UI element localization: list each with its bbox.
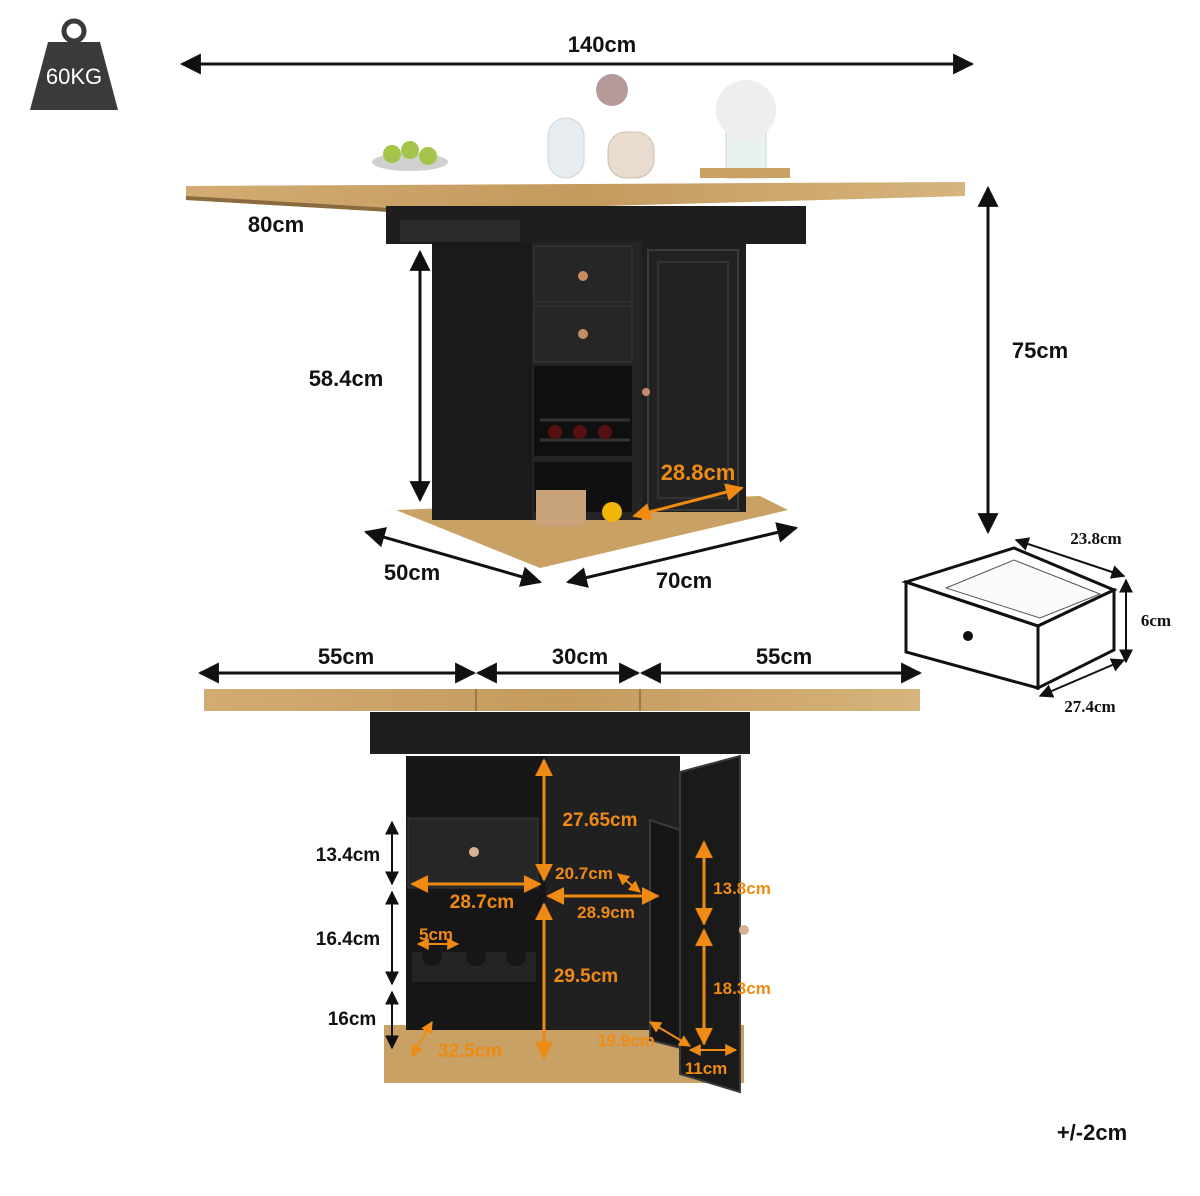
- bottom-section-label: 16cm: [328, 1009, 377, 1030]
- center-lower-label: 29.5cm: [554, 966, 618, 987]
- door-depth-label: 11cm: [685, 1059, 728, 1078]
- height-label: 75cm: [1012, 338, 1068, 363]
- drawer-diagram: [901, 546, 1118, 691]
- drawer-width-label-front: 28.7cm: [450, 892, 514, 913]
- base-depth-line: [363, 527, 543, 587]
- bottom-inner-line: [648, 1021, 692, 1047]
- bottom-depth-label: 32.5cm: [438, 1041, 502, 1062]
- door-width-line: [632, 483, 744, 521]
- center-width-label: 28.9cm: [577, 903, 635, 922]
- leaf-right-label: 55cm: [756, 644, 812, 669]
- drawer-depth-label: 23.8cm: [1070, 529, 1121, 548]
- wine-slot-label: 5cm: [419, 925, 453, 944]
- bottom-depth-line: [411, 1020, 433, 1058]
- base-width-label: 70cm: [656, 568, 712, 593]
- drawer-width-label: 27.4cm: [1064, 697, 1115, 716]
- base-depth-label: 50cm: [384, 560, 440, 585]
- cabinet-height-label: 58.4cm: [309, 366, 384, 391]
- table-front-view: [204, 689, 920, 1094]
- width-label: 140cm: [568, 32, 637, 57]
- weight-icon: 60KG: [30, 18, 118, 110]
- door-width-label: 28.8cm: [661, 460, 736, 485]
- leaf-left-label: 55cm: [318, 644, 374, 669]
- table-perspective-view: [186, 74, 965, 568]
- door-shelf-upper-label: 13.8cm: [713, 879, 771, 898]
- drawer-width-line: [1038, 658, 1126, 698]
- center-depth-label: 20.7cm: [555, 864, 613, 883]
- center-height-label: 27.65cm: [562, 810, 637, 831]
- bottom-inner-label: 19.9cm: [597, 1031, 655, 1050]
- drawer-height-label: 6cm: [1141, 611, 1171, 630]
- base-width-line: [565, 522, 799, 588]
- center-label: 30cm: [552, 644, 608, 669]
- tolerance-label: +/-2cm: [1057, 1120, 1127, 1145]
- door-shelf-lower-label: 18.3cm: [713, 979, 771, 998]
- weight-label: 60KG: [46, 64, 102, 89]
- table-top: [186, 182, 965, 212]
- drawer-section-label: 16.4cm: [316, 929, 380, 950]
- drawer-depth-line: [1014, 537, 1126, 579]
- front-table-top: [204, 689, 920, 711]
- open-shelf-label: 13.4cm: [316, 845, 380, 866]
- leaf-depth-label: 80cm: [248, 212, 304, 237]
